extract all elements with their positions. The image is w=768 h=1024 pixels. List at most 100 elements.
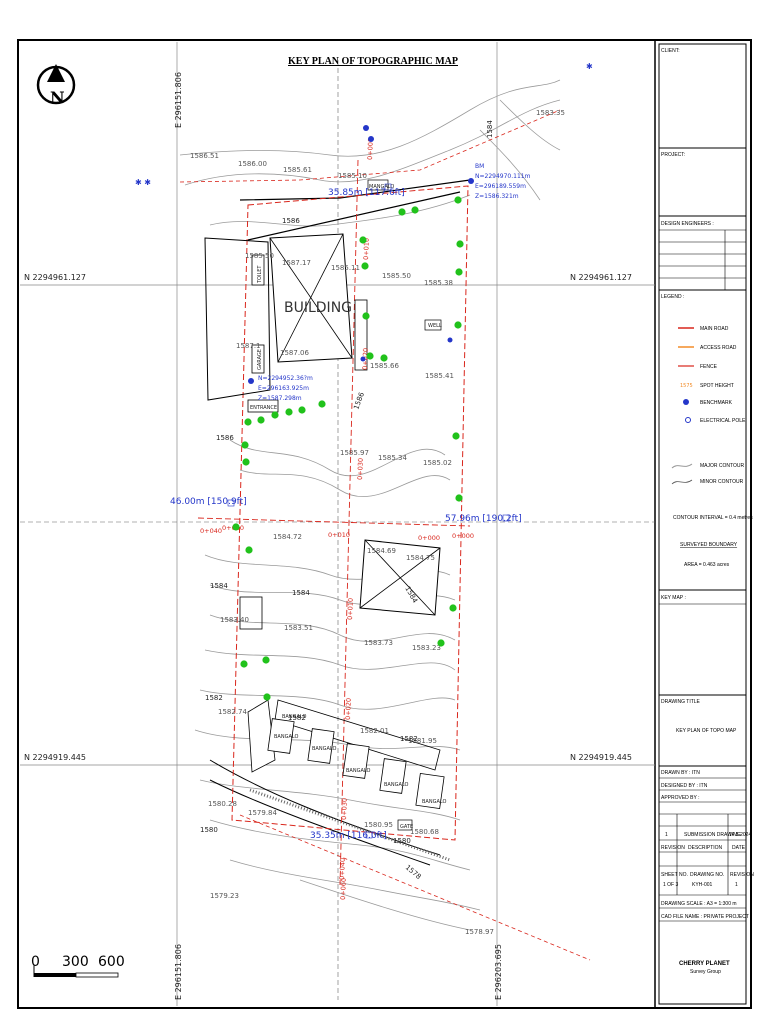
spot-height: 1583.23: [412, 644, 441, 652]
structure-labels: WELL BANGALO BANGALO BANGALO BANGALO BAN…: [250, 184, 446, 830]
spot-heights: 1586.51 1586.00 1585.61 1585.10 1587.17 …: [190, 109, 565, 936]
grid-label-n-bottom-left: N 2294919.445: [24, 753, 86, 762]
structure-label: TOILET: [257, 265, 263, 284]
spot-height: 1585.11: [331, 264, 360, 272]
legend-item: SPOT HEIGHT: [700, 383, 734, 389]
structure-label: MANGALO: [369, 184, 394, 190]
structure-label: ENTRANCE: [250, 405, 277, 411]
benchmark-top-right: BM N=2294970.111m E=296189.559m Z=1586.3…: [475, 163, 531, 200]
legend-item: BENCHMARK: [700, 400, 733, 406]
spot-height: 1585.66: [370, 362, 399, 370]
legend-item: ELECTRICAL POLE: [700, 418, 746, 424]
spot-height: 1585.41: [425, 372, 454, 380]
benchmark-text: BM: [475, 163, 484, 170]
contour-label: 1582: [205, 694, 223, 702]
tb-rev-head: DESCRIPTION: [688, 845, 723, 851]
spot-height: 1585.10: [338, 172, 367, 180]
contour-label: 1584: [486, 120, 494, 138]
legend-boundary: SURVEYED BOUNDARY: [680, 542, 738, 548]
north-letter: N: [50, 88, 65, 107]
tb-key-map: KEY MAP :: [661, 595, 686, 601]
tb-drawn-by: DRAWN BY : ITN: [661, 770, 700, 776]
svg-text:✱: ✱: [586, 62, 593, 71]
chainage-label: 0+030: [340, 798, 349, 820]
dimension-bottom: 35.35m [116.0ft]: [310, 831, 387, 841]
dimension-top: 35.85m [117.6ft]: [328, 188, 405, 198]
sheet-frame: [17, 39, 752, 1009]
scale-label: 600: [98, 954, 125, 970]
electric-pole-icon: [685, 417, 691, 423]
spot-height: 1585.50: [382, 272, 411, 280]
legend-contour-interval: CONTOUR INTERVAL = 0.4 metres: [673, 515, 753, 521]
roads: [179, 109, 591, 961]
structure-east: [239, 179, 442, 630]
spot-height: 1579.23: [210, 892, 239, 900]
structure-label: BANGALO: [312, 746, 336, 752]
tb-sheet-head: DRAWING NO.: [690, 872, 724, 878]
tb-engineers: DESIGN ENGINEERS :: [661, 221, 714, 227]
spot-height: 1585.97: [340, 449, 369, 457]
contour-label: 1582: [288, 714, 306, 722]
contour-label: 1580: [393, 837, 411, 845]
chainage-label: 0+000: [452, 532, 474, 540]
spot-height: 1583.40: [220, 616, 249, 624]
grid-label-n-top-right: N 2294961.127: [570, 273, 632, 282]
tb-company: CHERRY PLANET: [679, 961, 730, 967]
tb-sheet-val: 1 OF 3: [663, 882, 679, 888]
spot-height: 1579.84: [248, 809, 277, 817]
tb-lower-grid: [659, 777, 746, 922]
legend-item: FENCE: [700, 364, 718, 370]
tb-sheet-head: SHEET NO.: [661, 872, 688, 878]
structure-label: BANGALO: [422, 799, 446, 805]
contour-label: 1578: [404, 863, 423, 881]
chainage-label: 0+060: [339, 878, 348, 900]
spot-height: 1585.34: [378, 454, 407, 462]
tb-drawing-title-value: KEY PLAN OF TOPO MAP: [676, 728, 737, 734]
spot-height: 1584.69: [367, 547, 396, 555]
spot-height: 1585.38: [424, 279, 453, 287]
benchmark-text: N=2294952.36?m: [258, 375, 313, 382]
tb-engineers-grid: [659, 229, 746, 290]
contour-label: 1586: [352, 391, 366, 411]
spot-height: 1580.68: [410, 828, 439, 836]
building-label: BUILDING: [284, 300, 352, 316]
tb-sheet-val: KYH-001: [692, 882, 713, 888]
spot-height: 1582.74: [218, 708, 247, 716]
scale-label: 300: [62, 954, 89, 970]
spot-height: 1585.50: [245, 252, 274, 260]
spot-height: 1581.95: [408, 737, 437, 745]
scale-bar: 0 300 600: [31, 954, 125, 978]
chainages: 0+000 0+010 0+020 0+030 0+040 0+010 0+00…: [200, 138, 474, 900]
benchmark-text: Z=1586.321m: [475, 193, 519, 200]
grid-label-n-top-left: N 2294961.127: [24, 273, 86, 282]
benchmark-text: Z=1587.298m: [258, 395, 302, 402]
tb-project: PROJECT:: [661, 152, 685, 158]
legend-area: AREA = 0.463 acres: [684, 562, 730, 568]
benchmark-text: E=296189.559m: [475, 183, 526, 190]
north-arrow-icon: N: [36, 64, 76, 107]
spot-height: 1584.75: [406, 554, 435, 562]
benchmark-icon: [683, 399, 689, 405]
legend-item: MINOR CONTOUR: [700, 479, 744, 485]
spot-height: 1586.51: [190, 152, 219, 160]
grid-label-n-bottom-right: N 2294919.445: [570, 753, 632, 762]
contour-label: 1580: [200, 826, 218, 834]
structure-label: BANGALO: [274, 734, 298, 740]
legend: MAIN ROAD ACCESS ROAD FENCE 1575 SPOT HE…: [671, 326, 753, 568]
dimension-right: 57.96m [190.2ft]: [445, 514, 522, 524]
spot-height: 1587.06: [280, 349, 309, 357]
benchmark-text: E=296163.925m: [258, 385, 309, 392]
structure-label: BANGALO: [346, 768, 370, 774]
tb-cad-file: CAD FILE NAME : PRIVATE PROJECT: [661, 914, 749, 920]
benchmark-text: N=2294970.111m: [475, 173, 531, 180]
tb-drawing-title: DRAWING TITLE: [661, 699, 701, 705]
tb-client: CLIENT:: [661, 48, 680, 54]
benchmark-icons: ✱ ✱ ✱: [135, 62, 593, 384]
spot-height: 1584.72: [273, 533, 302, 541]
tb-drawing-scale: DRAWING SCALE : A3 = 1:300 m: [661, 901, 737, 907]
spot-height: 1585.02: [423, 459, 452, 467]
tb-designed-by: DESIGNED BY : ITN: [661, 783, 708, 789]
tb-rev-head: REVISION: [661, 845, 685, 851]
structure-label: GARAGE: [257, 349, 263, 370]
chainage-label: 0+010: [362, 238, 371, 260]
